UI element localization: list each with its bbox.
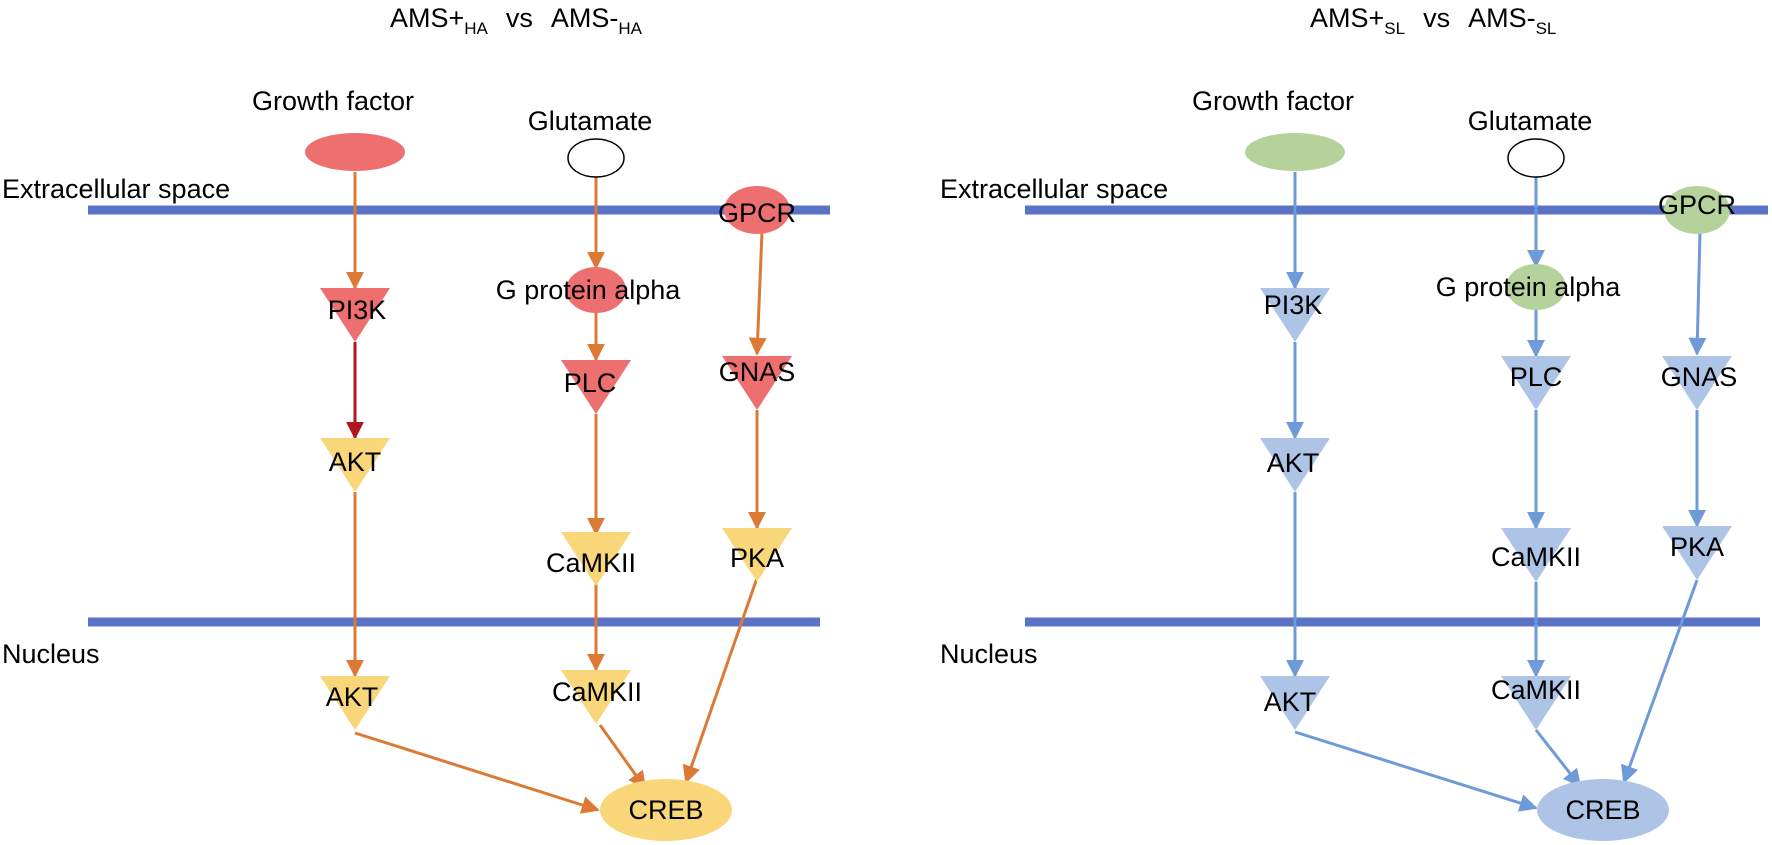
right-node-plc bbox=[1501, 356, 1571, 410]
left-label-pi3k: PI3K bbox=[328, 295, 387, 325]
left-node-growth-factor bbox=[305, 133, 405, 171]
left-node-pka bbox=[722, 528, 792, 582]
left-label-growth-factor: Growth factor bbox=[252, 86, 414, 116]
right-label-nucleus: Nucleus bbox=[940, 639, 1038, 669]
left-label-creb: CREB bbox=[628, 795, 703, 825]
right-label-g-protein-alpha: G protein alpha bbox=[1436, 272, 1622, 302]
left-label-akt-cyto: AKT bbox=[329, 447, 382, 477]
right-edge-gpcr-gnas bbox=[1688, 231, 1707, 356]
left-label-g-protein-alpha: G protein alpha bbox=[496, 275, 682, 305]
right-node-pi3k bbox=[1260, 288, 1330, 342]
left-label-glutamate: Glutamate bbox=[528, 106, 653, 136]
right-label-gnas: GNAS bbox=[1661, 362, 1738, 392]
left-label-akt-nuc: AKT bbox=[326, 682, 379, 712]
right-label-glutamate: Glutamate bbox=[1468, 106, 1593, 136]
right-label-extracellular: Extracellular space bbox=[940, 174, 1168, 204]
right-node-gpcr bbox=[1664, 186, 1730, 234]
right-edge-pka-creb bbox=[1621, 579, 1699, 784]
right-node-glutamate bbox=[1507, 138, 1565, 178]
left-label-plc: PLC bbox=[564, 368, 617, 398]
left-edge-gpcr-gnas bbox=[748, 231, 767, 356]
left-node-akt-cyto bbox=[320, 438, 390, 492]
right-node-growth-factor bbox=[1245, 133, 1345, 171]
right-node-camkii-cyto bbox=[1501, 528, 1571, 582]
left-label-nucleus: Nucleus bbox=[2, 639, 100, 669]
left-label-extracellular: Extracellular space bbox=[2, 174, 230, 204]
left-node-gpcr bbox=[724, 186, 790, 234]
right-label-growth-factor: Growth factor bbox=[1192, 86, 1354, 116]
right-edge-akt-creb bbox=[1294, 730, 1538, 812]
right-label-pi3k: PI3K bbox=[1264, 290, 1323, 320]
right-label-akt-nuc: AKT bbox=[1264, 687, 1317, 717]
left-label-gpcr: GPCR bbox=[718, 198, 796, 228]
left-node-glutamate bbox=[567, 138, 625, 178]
left-node-creb bbox=[600, 779, 732, 841]
left-node-gnas bbox=[722, 356, 792, 410]
left-edge-akt-creb bbox=[354, 731, 600, 814]
right-node-camkii-nuc bbox=[1501, 676, 1571, 730]
right-label-akt-cyto: AKT bbox=[1267, 448, 1320, 478]
right-label-gpcr: GPCR bbox=[1658, 190, 1736, 220]
left-node-camkii-cyto bbox=[561, 532, 631, 586]
right-label-camkii-nuc: CaMKII bbox=[1491, 675, 1581, 705]
right-label-plc: PLC bbox=[1510, 362, 1563, 392]
right-node-creb bbox=[1537, 779, 1669, 841]
right-label-pka: PKA bbox=[1670, 532, 1724, 562]
right-node-gnas bbox=[1662, 356, 1732, 410]
left-label-gnas: GNAS bbox=[719, 357, 796, 387]
left-node-plc bbox=[561, 360, 631, 414]
left-node-g-protein-alpha bbox=[566, 267, 626, 313]
left-node-pi3k bbox=[320, 288, 390, 342]
left-edge-pka-creb bbox=[682, 577, 759, 784]
left-node-akt-nuc bbox=[320, 676, 390, 730]
right-node-g-protein-alpha bbox=[1506, 264, 1566, 310]
right-node-pka bbox=[1662, 526, 1732, 580]
left-label-pka: PKA bbox=[730, 543, 784, 573]
right-label-creb: CREB bbox=[1565, 795, 1640, 825]
right-node-akt-nuc bbox=[1260, 676, 1330, 730]
left-edge-camkii-creb bbox=[598, 724, 647, 790]
right-edge-camkii-creb bbox=[1534, 729, 1582, 788]
left-label-camkii-nuc: CaMKII bbox=[552, 677, 642, 707]
right-node-akt-cyto bbox=[1260, 438, 1330, 492]
left-node-camkii-nuc bbox=[561, 670, 631, 724]
right-label-camkii-cyto: CaMKII bbox=[1491, 542, 1581, 572]
left-label-camkii-cyto: CaMKII bbox=[546, 548, 636, 578]
